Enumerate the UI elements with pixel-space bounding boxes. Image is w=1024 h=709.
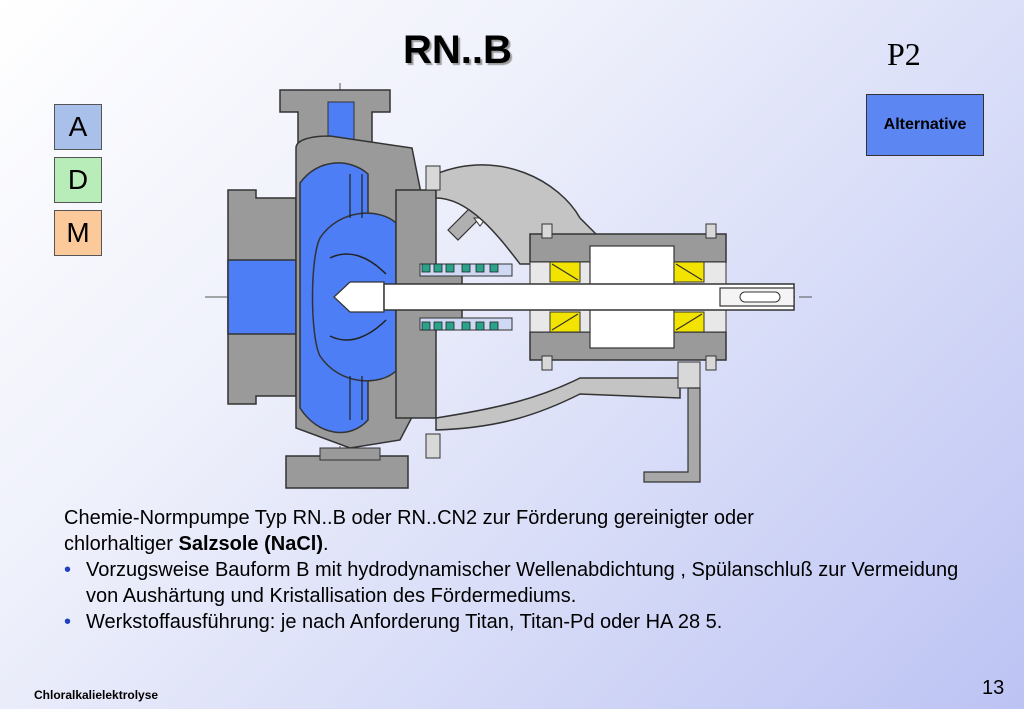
bullet-material-text: Werkstoffausführung: je nach Anforderung… [86, 611, 723, 633]
page-id: P2 [887, 36, 921, 72]
footer-label: Chloralkalielektrolyse [34, 688, 159, 702]
d-button[interactable]: D [54, 157, 102, 203]
bullet-dot-icon: • [64, 559, 72, 581]
a-button[interactable]: A [54, 104, 102, 150]
bullet-material: • Werkstoffausführung: je nach Anforderun… [64, 609, 994, 635]
bullet-design: • Vorzugsweise Bauform B mit hydrodynamis… [64, 557, 994, 609]
alternative-button[interactable]: Alternative [866, 94, 984, 156]
page-number: 13 [982, 677, 1005, 699]
slide-title: RN..B [403, 28, 512, 72]
description: Chemie-Normpumpe Typ RN..B oder RN..CN2 … [64, 505, 994, 635]
pump-cross-section-diagram [205, 83, 812, 489]
bullet-dot-icon: • [64, 611, 72, 633]
m-button[interactable]: M [54, 210, 102, 256]
description-line-2-prefix: chlorhaltiger [64, 533, 179, 555]
bullet-design-text: Vorzugsweise Bauform B mit hydrodynamisc… [86, 559, 959, 607]
description-salt-brine: Salzsole (NaCl) [178, 533, 323, 555]
description-line-1: Chemie-Normpumpe Typ RN..B oder RN..CN2 … [64, 507, 754, 529]
description-line-2-suffix: . [323, 533, 329, 555]
description-line-2: chlorhaltiger Salzsole (NaCl). [64, 531, 994, 557]
